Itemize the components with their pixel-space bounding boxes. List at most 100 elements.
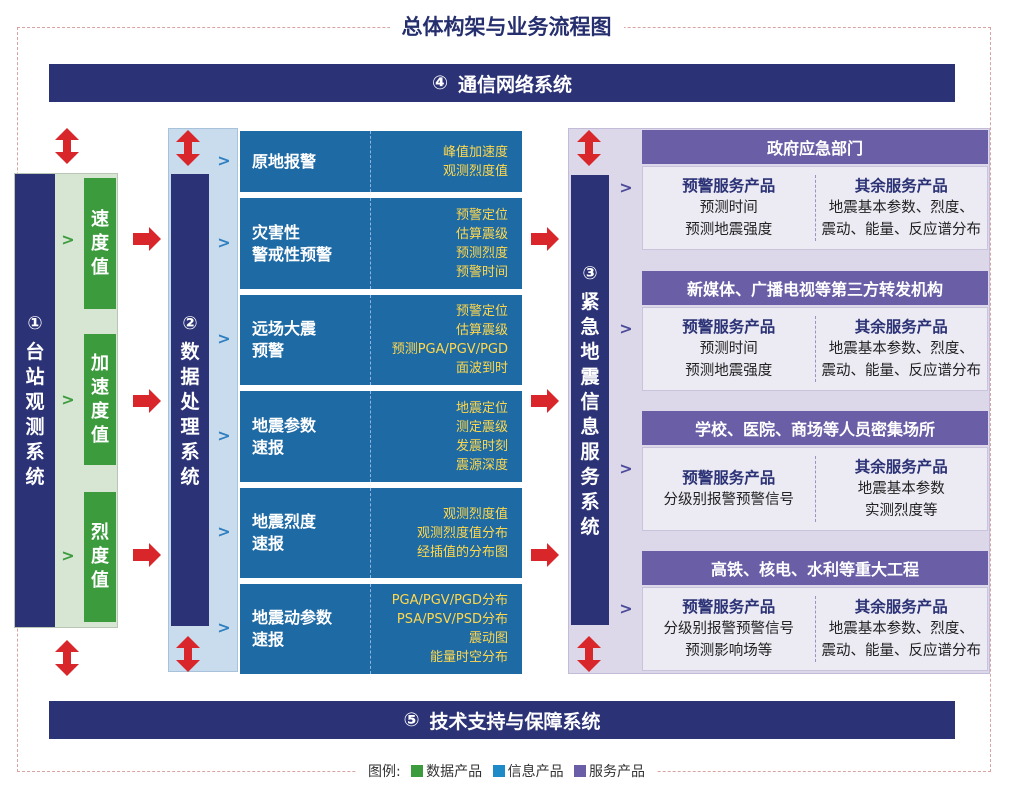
output-item: 观测烈度值: [442, 506, 508, 522]
service-system-bar: ③ 紧急地震信息服务系统: [571, 175, 609, 625]
product-line: 预测地震强度: [685, 363, 773, 379]
service-group-body: 预警服务产品分级别报警预警信号其余服务产品地震基本参数实测烈度等: [642, 447, 988, 531]
station-item-label: 值: [91, 256, 109, 278]
service-system-label: 信: [580, 390, 600, 413]
other-products: 其余服务产品地震基本参数、烈度、震动、能量、反应谱分布: [816, 588, 988, 670]
row-name-line: 速报: [252, 534, 285, 553]
station-item-label: 度: [91, 232, 109, 254]
product-heading: 其余服务产品: [854, 318, 948, 336]
output-item: 观测烈度值: [442, 163, 508, 179]
warning-products: 预警服务产品预测时间预测地震强度: [643, 308, 815, 390]
processing-system-label: 据: [180, 365, 200, 388]
warning-products: 预警服务产品分级别报警预警信号预测影响场等: [643, 588, 815, 670]
processing-system-label: 理: [180, 415, 200, 438]
processing-row-outputs: 观测烈度值观测烈度值分布经插值的分布图: [371, 488, 522, 578]
velocity-value-box: 速度值: [84, 178, 116, 309]
other-products: 其余服务产品地震基本参数实测烈度等: [816, 448, 988, 530]
product-heading: 其余服务产品: [854, 177, 948, 195]
output-item: 震源深度: [455, 457, 508, 473]
product-line: 预测地震强度: [685, 222, 773, 238]
service-group-body: 预警服务产品预测时间预测地震强度其余服务产品地震基本参数、烈度、震动、能量、反应…: [642, 307, 988, 391]
updown-arrow-icon: [176, 636, 200, 672]
product-line: 预测影响场等: [685, 643, 773, 659]
station-item-label: 度: [91, 546, 109, 567]
station-item-label: 速: [91, 376, 109, 398]
updown-arrow-icon: [55, 640, 79, 676]
processing-system-label: 数: [180, 340, 200, 363]
intensity-value-box: 烈度值: [84, 492, 116, 622]
service-group-body: 预警服务产品预测时间预测地震强度其余服务产品地震基本参数、烈度、震动、能量、反应…: [642, 166, 988, 250]
product-line: 分级别报警预警信号: [663, 492, 795, 508]
service-system-label: 紧: [580, 290, 600, 313]
output-item: PSA/PSV/PSD分布: [396, 612, 508, 627]
legend-label: 信息产品: [507, 764, 564, 780]
station-item-label: 度: [91, 400, 109, 422]
service-system-label: 系: [580, 490, 600, 513]
station-item-label: 烈: [91, 522, 109, 543]
service-group-body: 预警服务产品分级别报警预警信号预测影响场等其余服务产品地震基本参数、烈度、震动、…: [642, 587, 988, 671]
chevron-right-icon: >: [619, 319, 633, 338]
output-item: 能量时空分布: [429, 650, 508, 665]
chevron-right-icon: >: [217, 150, 231, 170]
chevron-right-icon: >: [619, 599, 633, 618]
service-system-label: 急: [580, 315, 600, 338]
output-item: 发震时刻: [455, 438, 508, 454]
output-item: PGA/PGV/PGD分布: [391, 593, 508, 608]
service-system-label: 息: [580, 415, 600, 438]
service-system-label: 震: [580, 365, 600, 388]
other-products: 其余服务产品地震基本参数、烈度、震动、能量、反应谱分布: [816, 167, 988, 249]
chevron-right-icon: >: [217, 329, 231, 348]
product-heading: 预警服务产品: [682, 318, 776, 336]
output-item: 经插值的分布图: [416, 544, 508, 560]
product-heading: 其余服务产品: [854, 598, 948, 616]
legend-label: 服务产品: [589, 764, 646, 780]
service-system-label: 地: [580, 340, 600, 363]
service-system-label: 统: [580, 515, 600, 538]
product-heading: 其余服务产品: [854, 458, 948, 476]
chevron-right-icon: >: [217, 618, 231, 637]
updown-arrow-icon: [577, 130, 601, 166]
right-arrow-icon: [133, 227, 161, 251]
output-item: 测定震级: [455, 419, 508, 435]
row-name-line: 原地报警: [252, 151, 317, 171]
processing-row-name: 灾害性警戒性预警: [240, 198, 371, 289]
product-line: 震动、能量、反应谱分布: [821, 643, 982, 659]
processing-row-name: 远场大震预警: [240, 295, 371, 385]
station-system-bar: ① 台站观测系统: [15, 174, 55, 627]
processing-row-name: 原地报警: [240, 131, 371, 192]
product-line: 震动、能量、反应谱分布: [821, 363, 982, 379]
chevron-right-icon: >: [619, 459, 633, 478]
output-item: 预警定位: [455, 207, 508, 223]
chevron-right-icon: >: [61, 390, 75, 409]
diagram-title: 总体构架与业务流程图: [0, 9, 1013, 45]
right-arrow-icon: [531, 227, 559, 251]
product-line: 地震基本参数、烈度、: [828, 341, 974, 357]
chevron-right-icon: >: [61, 230, 75, 249]
legend-label: 数据产品: [426, 764, 483, 780]
row-name-line: 警戒性预警: [252, 244, 333, 264]
legend-prefix: 图例:: [367, 764, 401, 780]
station-system-label: 台: [25, 341, 45, 363]
other-products: 其余服务产品地震基本参数、烈度、震动、能量、反应谱分布: [816, 308, 988, 390]
product-line: 地震基本参数: [857, 481, 945, 497]
right-arrow-icon: [531, 543, 559, 567]
processing-row: 灾害性警戒性预警预警定位估算震级预测烈度预警时间: [240, 198, 522, 289]
processing-row-name: 地震烈度速报: [240, 488, 371, 578]
product-line: 地震基本参数、烈度、: [828, 621, 974, 637]
output-item: 预测烈度: [455, 245, 508, 261]
station-item-label: 值: [91, 424, 109, 446]
row-name-line: 速报: [252, 630, 285, 649]
row-name-line: 灾害性: [252, 222, 301, 242]
output-item: 观测烈度值分布: [416, 525, 508, 541]
output-item: 估算震级: [455, 226, 508, 242]
row-name-line: 地震烈度: [252, 512, 317, 531]
processing-system-label: 系: [180, 440, 200, 463]
product-line: 预测时间: [699, 341, 758, 357]
row-name-line: 远场大震: [252, 319, 317, 338]
